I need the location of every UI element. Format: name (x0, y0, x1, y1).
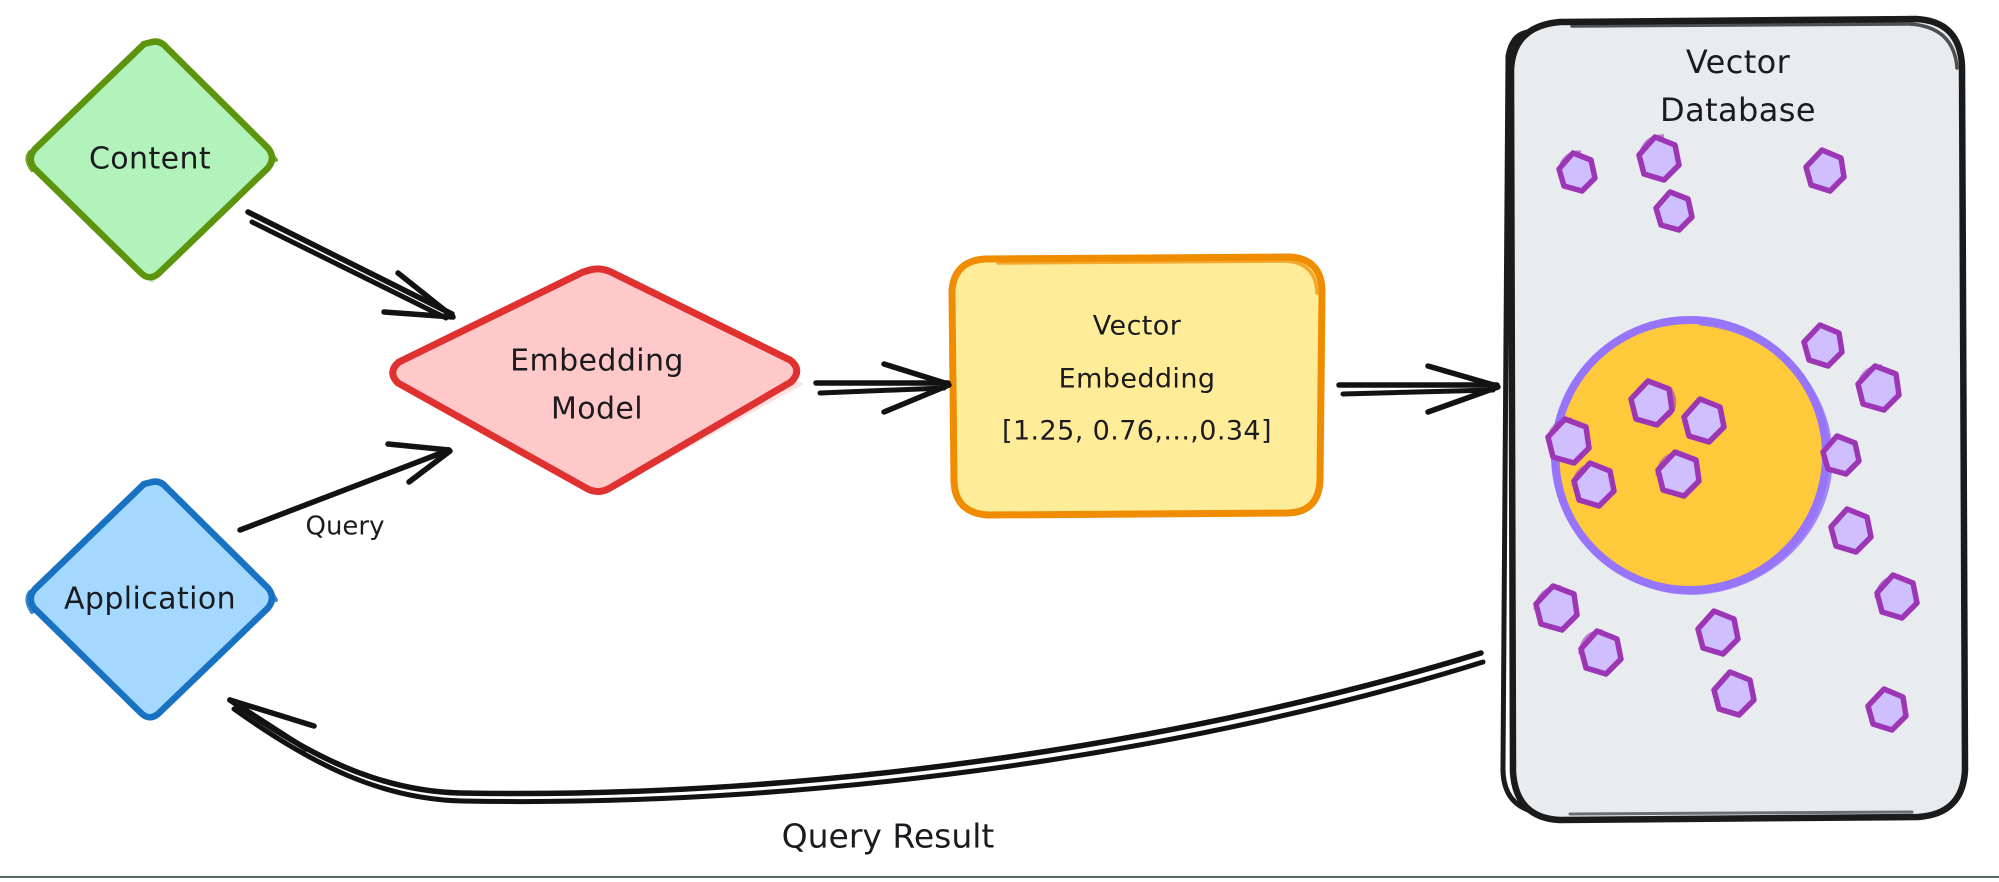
vector-dot[interactable] (1803, 147, 1847, 194)
vector-database-panel-shadow (1500, 29, 1531, 813)
vector-dot[interactable] (1653, 189, 1695, 233)
vector-embedding-values: [1.25, 0.76,...,0.34] (1002, 416, 1272, 447)
vector-embedding-label-line2: Embedding (1059, 364, 1216, 395)
vector-embedding-box-shape (948, 253, 1326, 519)
cluster-circle-sketch-stroke-2 (1554, 320, 1833, 595)
edge-label-query: Query (305, 512, 384, 542)
edge-application-to-embedding-model[interactable]: Query (237, 441, 453, 542)
vector-database-panel-overstroke-bottom (1568, 810, 1914, 816)
vector-dot[interactable] (1628, 378, 1677, 428)
node-embedding-model[interactable]: Embedding Model (389, 265, 804, 496)
vector-embedding-box-overstroke (996, 259, 1319, 295)
vector-dot[interactable] (1533, 583, 1580, 633)
application-diamond-sketch-accent (25, 582, 278, 614)
embedding-model-shape (389, 265, 801, 495)
content-diamond-shape (27, 38, 276, 281)
vector-dot[interactable] (1820, 433, 1862, 477)
bottom-divider (0, 876, 1999, 878)
edge-vector-embedding-to-vector-database[interactable] (1336, 363, 1501, 415)
vector-dot[interactable] (1865, 686, 1909, 733)
vector-dot[interactable] (1695, 608, 1741, 657)
vector-database-title-line1: Vector (1686, 43, 1791, 81)
embedding-model-label-line2: Model (551, 392, 643, 427)
embedding-model-label-line1: Embedding (510, 344, 684, 379)
vector-dot[interactable] (1655, 449, 1702, 499)
node-vector-embedding[interactable]: Vector Embedding [1.25, 0.76,...,0.34] (948, 253, 1326, 519)
vector-dot[interactable] (1571, 460, 1617, 509)
edge-embedding-model-to-vector-embedding[interactable] (813, 361, 952, 415)
vector-dot[interactable] (1556, 150, 1598, 194)
node-content[interactable]: Content (25, 38, 278, 283)
vector-dot[interactable] (1828, 506, 1874, 555)
vector-dot[interactable] (1578, 628, 1624, 677)
edge-vector-database-to-application[interactable]: Query Result (227, 650, 1486, 856)
vector-embedding-label-line1: Vector (1093, 311, 1182, 342)
vector-database-panel-overstroke (1570, 22, 1959, 70)
vector-dots-group (1533, 134, 1920, 733)
node-application[interactable]: Application (25, 478, 278, 721)
vector-dot[interactable] (1711, 669, 1757, 718)
application-diamond-shape (27, 478, 276, 721)
edge-content-to-embedding-model[interactable] (245, 209, 456, 321)
application-label: Application (64, 582, 236, 617)
content-diamond-sketch-accent (25, 144, 278, 172)
vector-dot[interactable] (1855, 363, 1902, 413)
vector-dot[interactable] (1681, 396, 1727, 445)
vector-dot[interactable] (1545, 416, 1592, 466)
vector-dot[interactable] (1636, 134, 1682, 183)
vector-database-title-line2: Database (1660, 91, 1816, 129)
vector-dot[interactable] (1874, 572, 1920, 621)
vector-dot[interactable] (1801, 322, 1845, 369)
edge-label-query-result: Query Result (782, 817, 995, 856)
content-label: Content (89, 142, 211, 177)
